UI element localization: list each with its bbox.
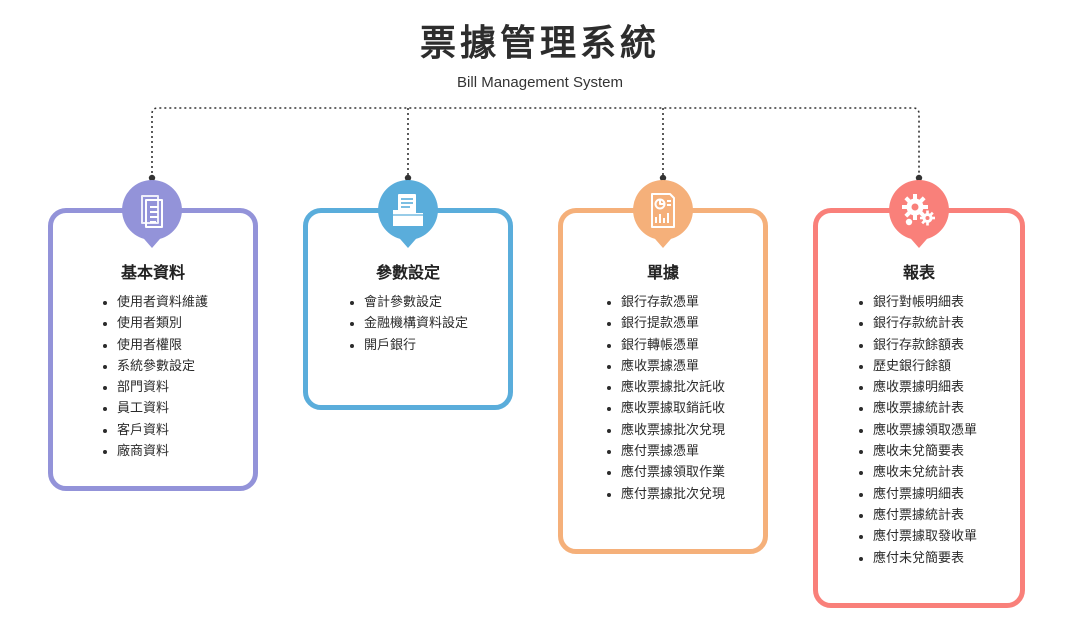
module-card-basic-data: 基本資料 使用者資料維護 使用者類別 使用者權限 系統參數設定 部門資料 員工資… (48, 208, 258, 491)
list-item: 使用者權限 (103, 335, 208, 356)
module-item-list: 銀行存款憑單 銀行提款憑單 銀行轉帳憑單 應收票據憑單 應收票據批次託收 應收票… (607, 292, 725, 505)
list-item: 銀行對帳明細表 (859, 292, 977, 313)
list-item: 銀行存款統計表 (859, 313, 977, 334)
module-badge (122, 180, 182, 248)
module-card-reports: 報表 銀行對帳明細表 銀行存款統計表 銀行存款餘額表 歷史銀行餘額 應收票據明細… (813, 208, 1025, 608)
list-item: 銀行轉帳憑單 (607, 335, 725, 356)
report-icon (651, 193, 675, 228)
list-item: 銀行存款餘額表 (859, 335, 977, 356)
module-badge (633, 180, 693, 248)
document-icon (141, 195, 163, 228)
list-item: 銀行提款憑單 (607, 313, 725, 334)
list-item: 應付票據憑單 (607, 441, 725, 462)
module-title: 單據 (646, 263, 679, 282)
list-item: 應付票據統計表 (859, 505, 977, 526)
list-item: 應收票據領取憑單 (859, 420, 977, 441)
list-item: 歷史銀行餘額 (859, 356, 977, 377)
list-item: 應收票據統計表 (859, 398, 977, 419)
list-item: 應收票據憑單 (607, 356, 725, 377)
page-subtitle: Bill Management System (457, 74, 623, 91)
page-title: 票據管理系統 (419, 23, 660, 64)
module-title: 報表 (902, 263, 935, 282)
list-item: 應收未兌統計表 (859, 462, 977, 483)
list-item: 應收票據取銷託收 (607, 398, 725, 419)
list-item: 應付票據明細表 (859, 484, 977, 505)
module-badge (889, 180, 949, 248)
folder-icon (393, 194, 423, 226)
list-item: 應收票據明細表 (859, 377, 977, 398)
module-title: 參數設定 (375, 263, 440, 282)
list-item: 應付票據批次兌現 (607, 484, 725, 505)
list-item: 開戶銀行 (350, 335, 468, 356)
list-item: 應付未兌簡要表 (859, 548, 977, 569)
list-item: 系統參數設定 (103, 356, 208, 377)
module-badge (378, 180, 438, 248)
connector-lines (148, 107, 923, 182)
list-item: 銀行存款憑單 (607, 292, 725, 313)
list-item: 廠商資料 (103, 441, 208, 462)
list-item: 會計參數設定 (350, 292, 468, 313)
list-item: 應付票據取發收單 (859, 526, 977, 547)
list-item: 應收未兌簡要表 (859, 441, 977, 462)
list-item: 使用者資料維護 (103, 292, 208, 313)
list-item: 金融機構資料設定 (350, 313, 468, 334)
list-item: 客戶資料 (103, 420, 208, 441)
module-item-list: 使用者資料維護 使用者類別 使用者權限 系統參數設定 部門資料 員工資料 客戶資… (103, 292, 208, 462)
module-item-list: 會計參數設定 金融機構資料設定 開戶銀行 (350, 292, 468, 356)
module-item-list: 銀行對帳明細表 銀行存款統計表 銀行存款餘額表 歷史銀行餘額 應收票據明細表 應… (859, 292, 977, 569)
list-item: 使用者類別 (103, 313, 208, 334)
list-item: 應付票據領取作業 (607, 462, 725, 483)
list-item: 員工資料 (103, 398, 208, 419)
list-item: 應收票據批次兌現 (607, 420, 725, 441)
module-card-documents: 單據 銀行存款憑單 銀行提款憑單 銀行轉帳憑單 應收票據憑單 應收票據批次託收 … (558, 208, 768, 554)
list-item: 部門資料 (103, 377, 208, 398)
module-title: 基本資料 (120, 263, 185, 282)
list-item: 應收票據批次託收 (607, 377, 725, 398)
